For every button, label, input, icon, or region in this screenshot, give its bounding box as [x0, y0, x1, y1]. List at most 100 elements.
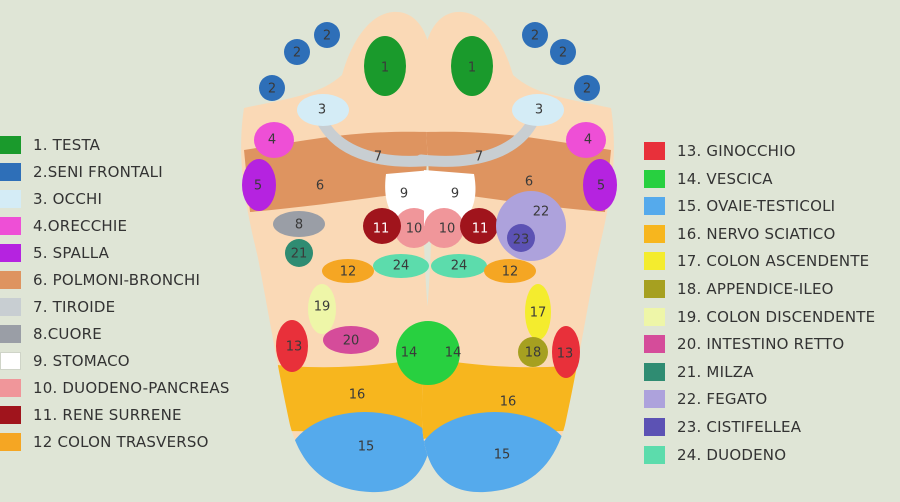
legend-item-8: 8.CUORE: [0, 323, 102, 345]
legend-swatch-22: [644, 390, 665, 409]
legend-swatch-14: [644, 169, 665, 188]
zone-11-right: [460, 208, 498, 244]
legend-item-7: 7. TIROIDE: [0, 296, 115, 318]
legend-swatch-24: [644, 445, 665, 464]
zone-17: [525, 284, 551, 340]
legend-label-4: 4.ORECCHIE: [33, 217, 128, 235]
zone-13-left: [276, 320, 308, 372]
zone-14-right: [396, 321, 460, 385]
legend-swatch-17: [644, 252, 665, 271]
legend-swatch-6: [0, 271, 21, 289]
zone-label-13-right: 13: [557, 347, 574, 362]
zone-label-10-left: 10: [406, 222, 423, 237]
legend-label-13: 13. GINOCCHIO: [677, 142, 796, 160]
legend-swatch-10: [0, 379, 21, 397]
legend-swatch-23: [644, 418, 665, 436]
legend-item-6: 6. POLMONI-BRONCHI: [0, 269, 200, 291]
zone-20: [323, 326, 379, 354]
legend-label-22: 22. FEGATO: [677, 390, 768, 409]
zone-number-labels: 1 1 2 2 2 2 2 2 3 3 4 4 5 5 6 6 7 7 8 9 …: [254, 29, 605, 463]
zone-21: [285, 239, 313, 267]
zone-label-4-left: 4: [268, 133, 276, 148]
zone-label-15-right: 15: [494, 448, 511, 463]
zone-label-19: 19: [314, 300, 331, 315]
zone-label-12-left: 12: [340, 265, 357, 280]
zone-label-2-right-b: 2: [559, 46, 567, 61]
legend-item-18: 18. APPENDICE-ILEO: [644, 278, 834, 300]
zone-2-right-a: [522, 22, 548, 48]
zone-label-12-right: 12: [502, 265, 519, 280]
legend-label-10: 10. DUODENO-PANCREAS: [33, 379, 230, 397]
zone-label-3-left: 3: [318, 103, 326, 118]
legend-item-2: 2.SENI FRONTALI: [0, 161, 163, 183]
legend-label-9: 9. STOMACO: [33, 352, 130, 370]
zone-label-2-right-a: 2: [531, 29, 539, 44]
zone-4-left: [254, 122, 294, 158]
zone-2-right-c: [574, 75, 600, 101]
legend-item-1: 1. TESTA: [0, 134, 100, 156]
legend-swatch-2: [0, 163, 21, 181]
legend-label-16: 16. NERVO SCIATICO: [677, 224, 836, 243]
legend-label-6: 6. POLMONI-BRONCHI: [33, 271, 201, 289]
zone-label-7-right: 7: [475, 150, 483, 165]
legend-swatch-12: [0, 433, 21, 451]
zone-8: [273, 211, 325, 237]
legend-label-17: 17. COLON ASCENDENTE: [677, 252, 870, 271]
legend-label-12: 12 COLON TRASVERSO: [33, 433, 209, 451]
zone-label-23: 23: [513, 233, 530, 248]
zone-2-right-b: [550, 39, 576, 65]
legend-swatch-9: [0, 352, 21, 370]
zone-12-left: [322, 259, 374, 283]
legend-label-1: 1. TESTA: [33, 136, 101, 154]
zone-label-11-right: 11: [472, 222, 489, 237]
zone-label-22: 22: [533, 205, 550, 220]
zone-label-1-right: 1: [468, 61, 476, 76]
legend-item-15: 15. OVAIE-TESTICOLI: [644, 195, 835, 217]
legend-swatch-20: [644, 335, 665, 354]
legend-label-18: 18. APPENDICE-ILEO: [677, 280, 834, 298]
zone-13-right: [552, 326, 580, 378]
zone-label-3-right: 3: [535, 103, 543, 118]
legend-item-9: 9. STOMACO: [0, 350, 130, 372]
legend-item-16: 16. NERVO SCIATICO: [644, 223, 835, 245]
zone-label-2-left-a: 2: [323, 29, 331, 44]
zone-label-5-left: 5: [254, 179, 262, 194]
zone-label-2-left-b: 2: [293, 46, 301, 61]
legend-label-8: 8.CUORE: [33, 325, 102, 343]
zone-label-13-left: 13: [286, 340, 303, 355]
legend-swatch-8: [0, 325, 21, 343]
zone-label-8: 8: [295, 218, 303, 233]
zone-label-2-left-c: 2: [268, 82, 276, 97]
legend-label-24: 24. DUODENO: [677, 445, 787, 464]
legend-label-15: 15. OVAIE-TESTICOLI: [677, 197, 836, 216]
legend-item-24: 24. DUODENO: [644, 444, 786, 466]
zone-23: [507, 224, 535, 252]
zone-2-left-c: [259, 75, 285, 101]
legend-swatch-1: [0, 136, 21, 154]
zone-1-left: [364, 36, 406, 96]
zone-label-9-right: 9: [451, 187, 459, 202]
legend-swatch-3: [0, 190, 21, 208]
zone-18: [518, 337, 548, 367]
legend-item-10: 10. DUODENO-PANCREAS: [0, 377, 230, 399]
legend-item-23: 23. CISTIFELLEA: [644, 416, 801, 438]
legend-label-11: 11. RENE SURRENE: [33, 406, 182, 424]
legend-label-23: 23. CISTIFELLEA: [677, 418, 802, 436]
right-foot: [396, 11, 617, 493]
legend-item-17: 17. COLON ASCENDENTE: [644, 250, 869, 272]
legend-item-5: 5. SPALLA: [0, 242, 109, 264]
zone-label-21: 21: [291, 247, 308, 262]
zone-label-16-left: 16: [349, 388, 366, 403]
zone-label-24-left: 24: [393, 259, 410, 274]
zone-label-14-right: 14: [445, 346, 462, 361]
legend-label-21: 21. MILZA: [677, 362, 754, 381]
zone-5-left: [242, 159, 276, 211]
zone-label-17: 17: [530, 306, 547, 321]
legend-item-3: 3. OCCHI: [0, 188, 102, 210]
legend-swatch-11: [0, 406, 21, 424]
zone-label-15-left: 15: [358, 440, 375, 455]
legend-item-21: 21. MILZA: [644, 361, 754, 383]
zone-label-20: 20: [343, 334, 360, 349]
zone-6-left: [244, 131, 430, 212]
legend-label-5: 5. SPALLA: [33, 244, 110, 262]
